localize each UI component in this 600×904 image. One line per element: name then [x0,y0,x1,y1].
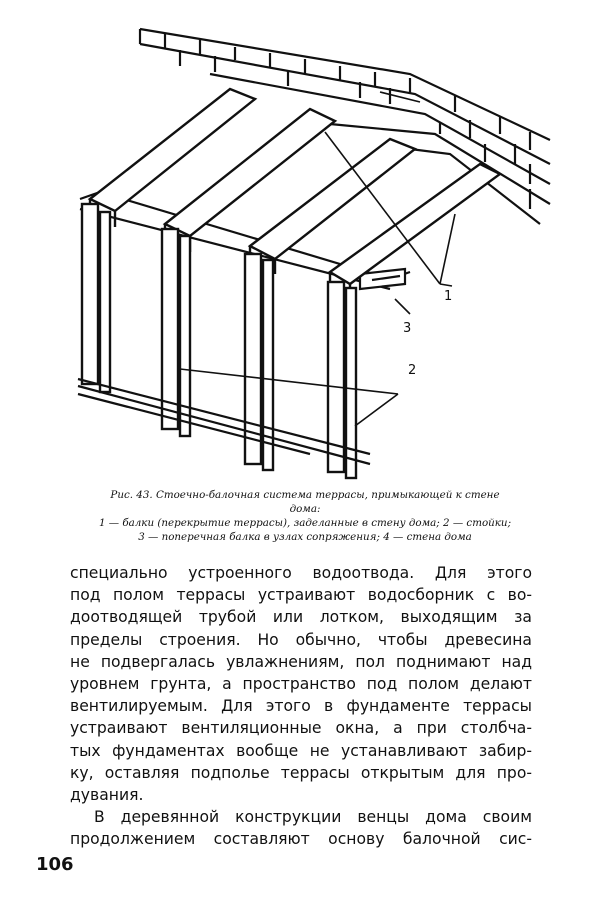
body-line: В деревянной конструкции венцы дома свои… [94,808,532,827]
label-1: 1 [444,289,452,304]
body-line: пределы строения. Но обычно, чтобы древе… [70,630,532,649]
body-line: дувания. [70,786,144,805]
body-line: вентилируемым. Для этого в фундаменте те… [70,697,532,716]
terrace-structure-figure: 1 2 3 [60,14,560,486]
body-line: не подвергалась увлажнениям, пол поднима… [70,652,532,671]
body-line: специально устроенного водоотвода. Для э… [70,564,532,582]
floor-beams [87,87,503,300]
body-line: продолжением составляют основу балочной … [70,830,532,849]
cross-beam [358,267,407,291]
posts [80,202,358,480]
leader-lines [179,91,456,427]
caption-line-2: дома: [289,503,321,515]
house-wall-bricks [138,27,551,225]
page-number: 106 [36,854,74,875]
body-line: ку, оставляя подполье террасы открытым д… [70,763,532,782]
body-line: под полом террасы устраивают водосборник… [70,586,532,605]
body-line: тых фундаментах вообще не устанавливают … [70,741,532,760]
label-3: 3 [403,321,411,336]
body-line: уровнем грунта, а пространство под полом… [70,675,532,694]
ground-line [77,377,371,466]
label-2: 2 [408,363,416,378]
body-line: устраивают вентиляционные окна, а при ст… [70,719,532,738]
body-line: доотводящей трубой или лотком, выходящим… [70,608,532,627]
figure-caption: Рис. 43. Стоечно-балочная система террас… [60,488,550,544]
caption-line-3: 1 — балки (перекрытие террасы), заделанн… [98,517,512,529]
caption-line-4: 3 — поперечная балка в узлах сопряжения;… [138,531,472,543]
body-text: специально устроенного водоотвода. Для э… [70,562,532,851]
caption-line-1: Рис. 43. Стоечно-балочная система террас… [110,489,500,501]
